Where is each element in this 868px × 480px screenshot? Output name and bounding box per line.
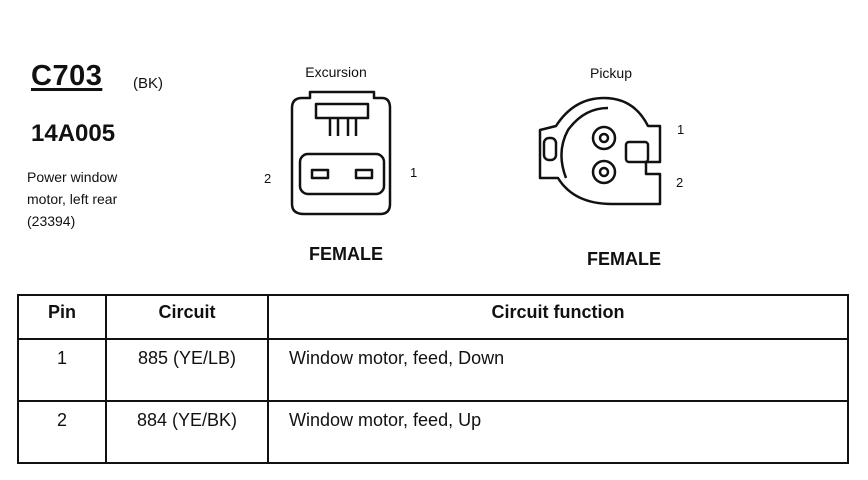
table-row: 1 885 (YE/LB) Window motor, feed, Down	[17, 338, 849, 402]
pickup-gender-label: FEMALE	[587, 249, 661, 269]
excursion-pin-label: 2	[264, 171, 272, 186]
pickup-pin-label: 1	[677, 122, 685, 137]
excursion-pin-label: 1	[410, 165, 418, 180]
pin-circuit-table: Pin Circuit Circuit function 1 885 (YE/L…	[17, 294, 849, 464]
connector-id: C703	[31, 60, 103, 92]
excursion-gender-label: FEMALE	[309, 244, 383, 264]
pin-cell: 2	[17, 400, 107, 464]
circuit-function-cell: Window motor, feed, Down	[267, 338, 849, 402]
circuit-cell: 885 (YE/LB)	[105, 338, 269, 402]
description-line: motor, left rear	[27, 191, 118, 207]
pickup-variant-label: Pickup	[589, 65, 633, 81]
excursion-connector-face	[290, 90, 392, 216]
description-line: Power window	[27, 169, 118, 185]
column-header-circuit: Circuit	[105, 294, 269, 340]
connector-description: Power window motor, left rear (23394)	[27, 166, 117, 232]
pickup-connector-face	[538, 96, 662, 206]
column-header-pin: Pin	[17, 294, 107, 340]
circuit-cell: 884 (YE/BK)	[105, 400, 269, 464]
excursion-variant-label: Excursion	[305, 64, 367, 80]
pin-cell: 1	[17, 338, 107, 402]
pickup-pin-label: 2	[676, 175, 684, 190]
circuit-function-cell: Window motor, feed, Up	[267, 400, 849, 464]
table-row: 2 884 (YE/BK) Window motor, feed, Up	[17, 400, 849, 464]
connector-color: (BK)	[133, 75, 163, 92]
column-header-circuit-function: Circuit function	[267, 294, 849, 340]
part-number: 14A005	[31, 120, 116, 147]
description-line: (23394)	[27, 213, 76, 229]
table-header-row: Pin Circuit Circuit function	[17, 294, 849, 340]
